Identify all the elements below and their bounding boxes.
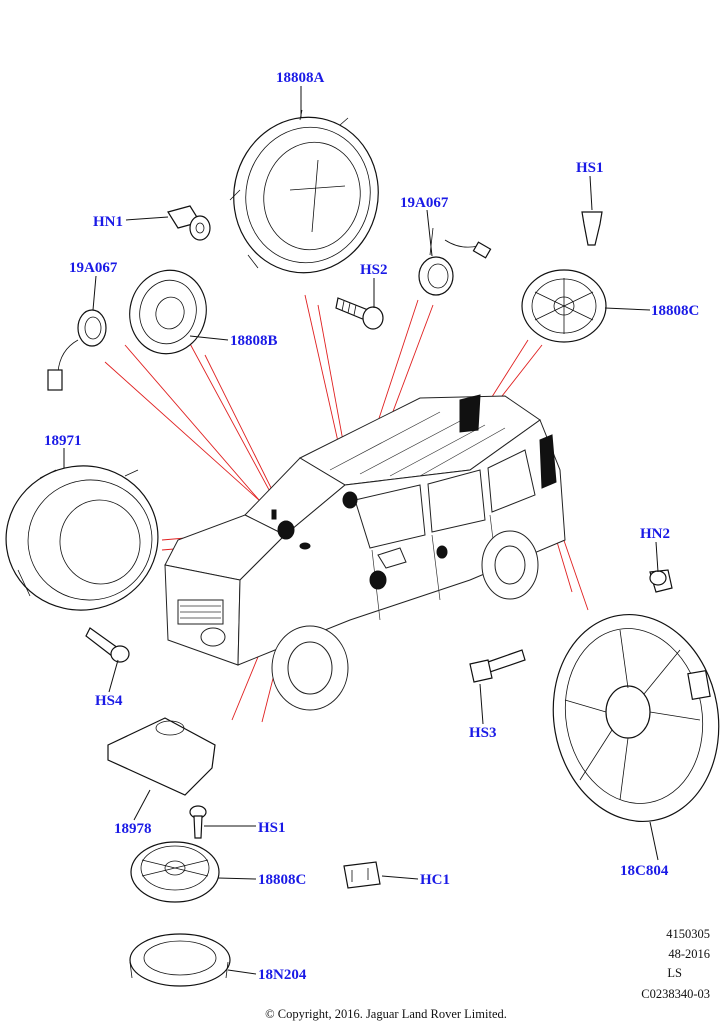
cover-18978[interactable] — [107, 717, 216, 796]
speaker-18808C-top[interactable] — [521, 269, 607, 343]
label-18978[interactable]: 18978 — [114, 821, 152, 837]
bracket-18N204[interactable] — [129, 933, 231, 987]
drawing-id: C0238340-03 — [641, 987, 710, 1001]
clip-HC1[interactable] — [343, 861, 381, 889]
label-HS1-top[interactable]: HS1 — [576, 160, 604, 176]
bolt-HS2[interactable] — [335, 297, 384, 330]
label-18808B[interactable]: 18808B — [230, 333, 278, 349]
date-code: 48-2016 — [668, 947, 710, 961]
screw-HS1-bottom[interactable] — [189, 805, 207, 839]
ref-number: 4150305 — [666, 927, 710, 941]
label-HC1[interactable]: HC1 — [420, 872, 450, 888]
label-18808C-bottom[interactable]: 18808C — [258, 872, 306, 888]
label-HN1[interactable]: HN1 — [93, 214, 123, 230]
screw-HS1-top[interactable] — [581, 211, 603, 246]
speaker-18971[interactable] — [0, 456, 167, 620]
speaker-18808A[interactable] — [219, 104, 392, 287]
label-HS3[interactable]: HS3 — [469, 725, 497, 741]
nut-HN2[interactable] — [649, 569, 673, 593]
label-HN2[interactable]: HN2 — [640, 526, 670, 542]
label-HS1-bottom[interactable]: HS1 — [258, 820, 286, 836]
label-18N204[interactable]: 18N204 — [258, 967, 307, 983]
label-18808C-top[interactable]: 18808C — [651, 303, 699, 319]
drawing-metadata: 4150305 48-2016 LS C0238340-03 © Copyrig… — [265, 927, 710, 1021]
bolt-HS3[interactable] — [469, 649, 526, 683]
speaker-18808B[interactable] — [120, 262, 215, 363]
callout-labels: 18808A HN1 19A067 HS1 HS2 19A067 18808B … — [44, 70, 699, 983]
callout-leaders — [63, 86, 659, 975]
label-HS4[interactable]: HS4 — [95, 693, 123, 709]
label-18808A[interactable]: 18808A — [276, 70, 325, 86]
nut-HN1[interactable] — [167, 205, 211, 241]
label-18C804[interactable]: 18C804 — [620, 863, 669, 879]
vehicle-illustration — [164, 394, 566, 711]
label-19A067-left[interactable]: 19A067 — [69, 260, 118, 276]
bolt-HS4[interactable] — [85, 627, 130, 663]
label-18971[interactable]: 18971 — [44, 433, 82, 449]
speaker-18808C-bottom[interactable] — [130, 841, 220, 903]
variant-code: LS — [667, 966, 682, 980]
label-19A067-top[interactable]: 19A067 — [400, 195, 449, 211]
copyright-notice: © Copyright, 2016. Jaguar Land Rover Lim… — [265, 1007, 507, 1021]
tweeter-19A067-top[interactable] — [418, 227, 492, 296]
tweeter-19A067-left[interactable] — [47, 309, 107, 391]
label-HS2[interactable]: HS2 — [360, 262, 388, 278]
subwoofer-18C804[interactable] — [537, 601, 721, 834]
